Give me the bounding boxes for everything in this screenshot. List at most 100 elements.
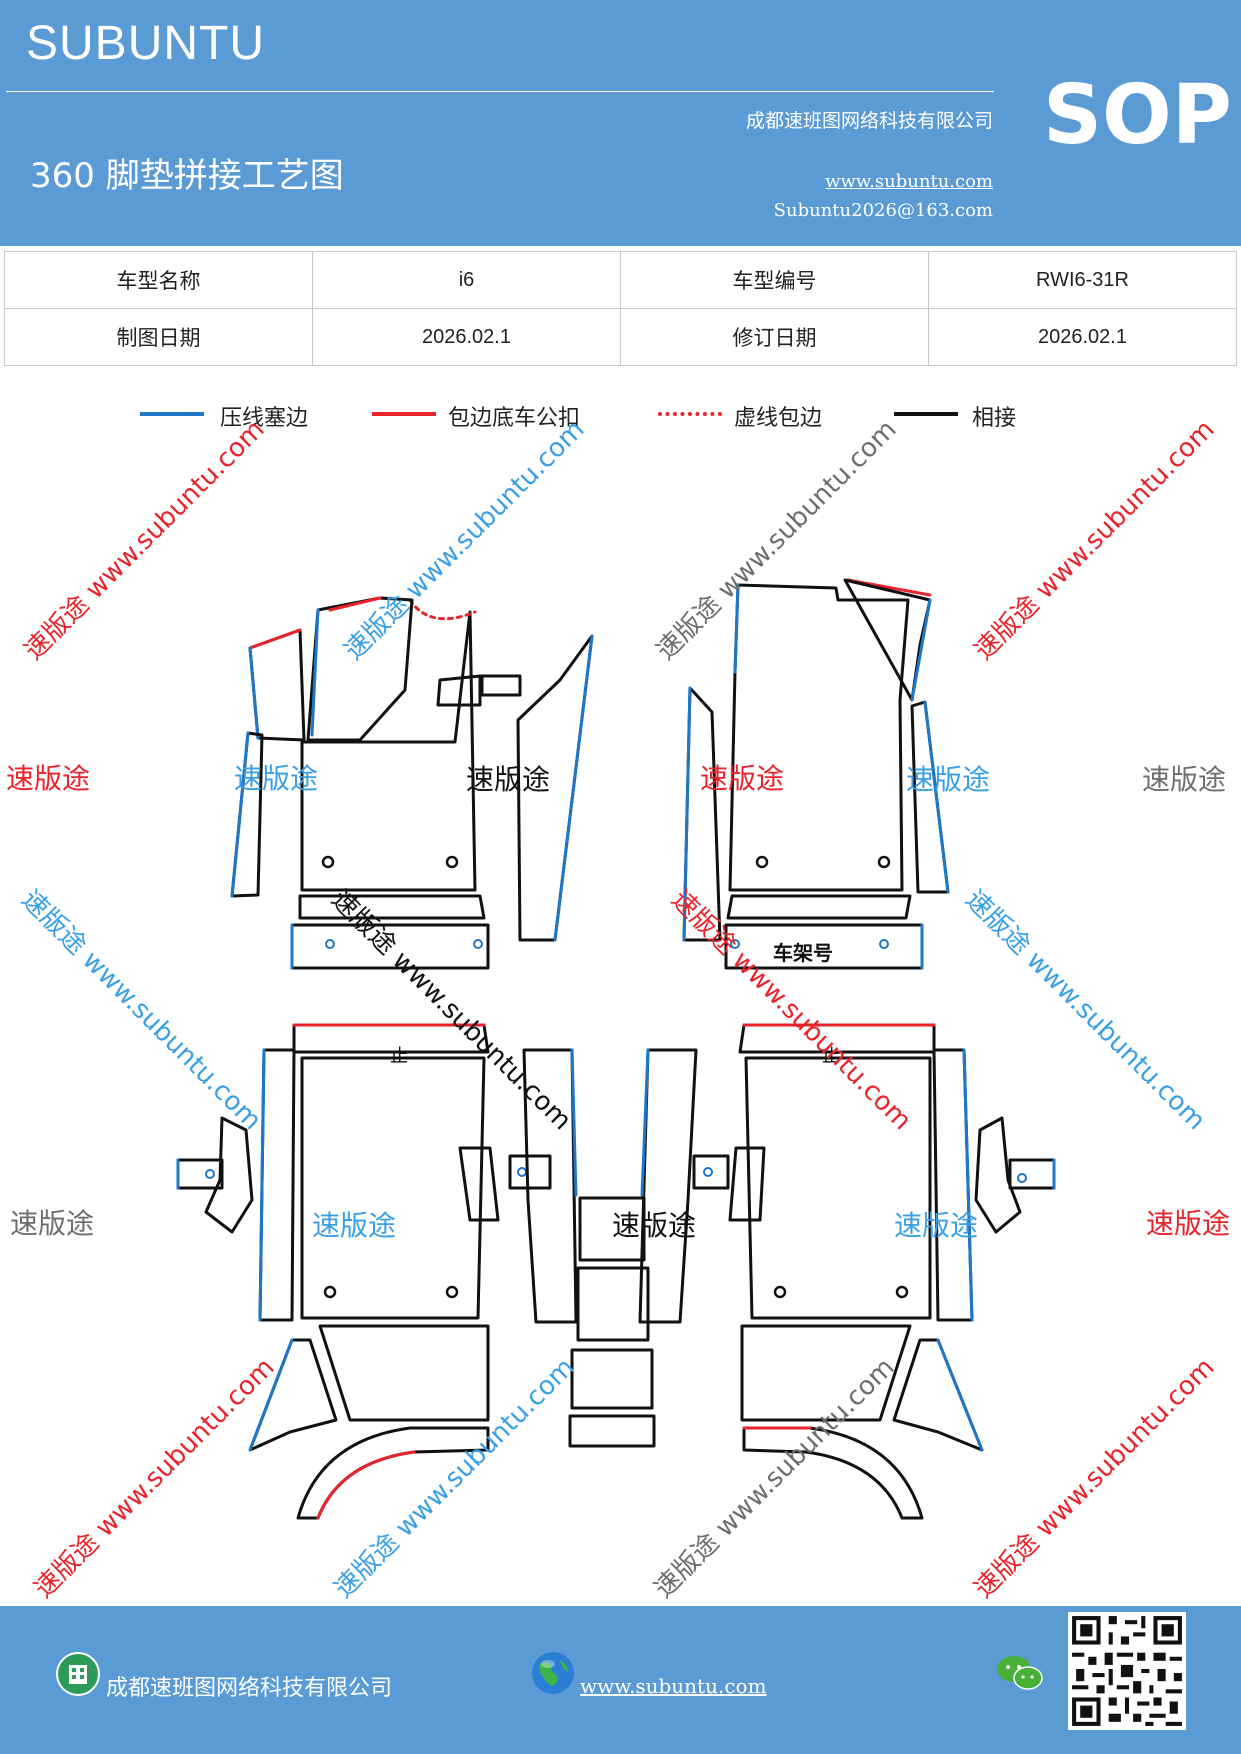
fr-hole [877,855,891,869]
rl-main-mat [300,1056,486,1320]
center-upper-panel [578,1196,646,1262]
rr-side-wing [974,1116,1022,1234]
rr-clip [703,1167,713,1177]
fr-left-strip-blue [682,686,692,942]
document-title: 360 脚垫拼接工艺图 [30,156,344,196]
rl-wheel-arch-red [316,1450,416,1520]
fl-hole [321,855,335,869]
fr-right-strip [910,700,950,894]
email-address[interactable]: Subuntu2026@163.com [773,200,993,221]
legend-swatch [658,412,722,416]
legend-swatch [140,412,204,416]
header-divider [6,91,994,92]
fl-right-strip [516,634,594,942]
vehicle-info-table: 车型名称 i6 车型编号 RWI6-31R 制图日期 2026.02.1 修订日… [4,251,1237,366]
legend-label: 相接 [972,406,1017,431]
center-right-strip [638,1048,698,1324]
stop-mark-left: 止 [390,1046,408,1067]
fl-clip [473,939,483,949]
fl-pillar-blue [310,608,320,737]
model-name-value: i6 [312,251,621,309]
model-name-label: 车型名称 [4,251,313,309]
rl-clip [517,1167,527,1177]
fl-clip [325,939,335,949]
fr-main-mat [728,583,910,892]
rr-bottom-right [892,1338,984,1452]
revise-date-label: 修订日期 [620,308,929,366]
center-right-strip-blue [640,1048,650,1197]
globe-icon [530,1650,576,1700]
rl-wheel-arch [296,1426,490,1520]
center-left-strip-blue [570,1048,578,1197]
fl-main-mat [300,610,477,892]
company-name: 成都速班图网络科技有限公司 [745,110,993,132]
model-code-label: 车型编号 [620,251,929,309]
sop-label: SOP [1043,68,1232,163]
rl-side-wing [204,1116,254,1234]
rr-hole [773,1285,787,1299]
fr-pillar-blue [910,598,932,702]
building-icon [56,1652,100,1700]
draw-date-label: 制图日期 [4,308,313,366]
center-base-panel [568,1414,656,1448]
fl-hole [445,855,459,869]
rr-right-strip-blue [962,1048,974,1322]
legend-label: 包边底车公扣 [448,406,581,431]
rl-left-strip [258,1048,296,1322]
fl-pillar-red [328,596,382,612]
rl-clip [205,1169,215,1179]
qr-code [1068,1612,1186,1734]
rr-bottom-wedge [740,1324,912,1422]
rr-side-tab [1008,1158,1056,1190]
rr-wheel-arch [742,1426,924,1520]
fl-top-dotted [408,598,477,621]
rl-tunnel-tab [508,1154,552,1190]
fr-clip [879,939,889,949]
fl-left-strip-blue [230,731,250,898]
footer-website-link[interactable]: www.subuntu.com [580,1674,767,1698]
center-lower-panel [570,1348,654,1410]
rl-tunnel-side [458,1146,500,1222]
revise-date-value: 2026.02.1 [928,308,1237,366]
fl-pillar-piece [306,596,414,742]
rl-bottom-wedge [318,1324,490,1422]
table-row: 制图日期 2026.02.1 修订日期 2026.02.1 [4,308,1237,366]
rr-bottom-right-blue [936,1338,984,1452]
fr-top-blue [733,583,740,674]
fl-right-strip-blue [553,634,594,942]
rr-tunnel-tab [692,1154,730,1190]
rl-side-tab [176,1158,224,1190]
website-link[interactable]: www.subuntu.com [825,171,993,192]
rl-bottom-left-blue [248,1338,294,1452]
rr-tunnel-side [728,1146,766,1222]
rl-hole [445,1285,459,1299]
rl-hole [323,1285,337,1299]
fl-bottom-bar [298,894,486,920]
legend-swatch [894,412,958,416]
center-mid-panel [576,1266,650,1342]
fl-bottom-plate [290,923,490,970]
stop-mark-right: 止 [822,1046,840,1067]
fl-right-small [436,674,482,707]
legend-swatch [372,412,436,416]
rl-bottom-left [248,1338,338,1452]
fr-clip [730,939,740,949]
rr-main-mat [744,1056,932,1320]
center-left-strip [522,1048,578,1324]
rr-hole [895,1285,909,1299]
frame-number-label: 车架号 [773,941,833,965]
footer-company-name: 成都速班图网络科技有限公司 [106,1676,393,1701]
fr-right-strip-blue [923,700,950,894]
legend-label: 虚线包边 [734,406,823,431]
rl-left-strip-blue [258,1048,266,1322]
legend-label: 压线塞边 [220,406,309,431]
draw-date-value: 2026.02.1 [312,308,621,366]
fr-hole [755,855,769,869]
fl-top-left-red [248,628,302,650]
brand-logo: SUBUNTU [26,17,266,70]
fr-bottom-bar [726,894,912,920]
fl-right-tab [480,674,522,697]
header-banner: SUBUNTU 成都速班图网络科技有限公司 SOP 360 脚垫拼接工艺图 ww… [0,0,1241,246]
fr-pillar [843,578,932,702]
